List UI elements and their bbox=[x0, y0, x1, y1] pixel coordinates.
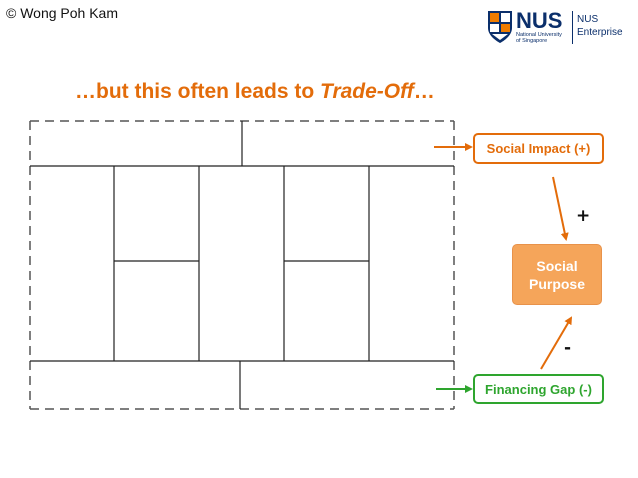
logo-nus-text: NUS bbox=[516, 8, 563, 33]
title-prefix: …but this often leads to bbox=[75, 80, 320, 103]
gap-to-purpose-arrow bbox=[540, 316, 573, 370]
plus-sign: + bbox=[576, 206, 591, 226]
social-purpose-box: Social Purpose bbox=[512, 244, 602, 305]
logo-unit-line1: NUS bbox=[577, 14, 599, 25]
logo-unit-line2: Enterprise bbox=[577, 27, 623, 38]
canvas-grid-lines bbox=[30, 121, 454, 409]
logo-subtitle-line1: National University bbox=[516, 32, 562, 38]
logo-subtitle: National University of Singapore bbox=[516, 32, 571, 44]
copyright-text: © Wong Poh Kam bbox=[6, 5, 118, 21]
logo-subtitle-line2: of Singapore bbox=[516, 38, 548, 44]
minus-sign: - bbox=[564, 338, 572, 358]
social-purpose-line2: Purpose bbox=[528, 275, 585, 292]
logo-divider bbox=[572, 11, 573, 44]
nus-crest-icon bbox=[488, 11, 512, 43]
title-emphasis: Trade-Off bbox=[320, 80, 414, 103]
financing-gap-box: Financing Gap (-) bbox=[473, 374, 604, 404]
social-impact-box: Social Impact (+) bbox=[473, 133, 604, 164]
slide-title: …but this often leads to Trade-Off… bbox=[75, 80, 435, 104]
logo-unit: NUS Enterprise bbox=[577, 13, 623, 39]
social-purpose-line1: Social bbox=[536, 257, 578, 274]
impact-to-purpose-arrow bbox=[552, 176, 569, 241]
nus-enterprise-logo: NUS National University of Singapore NUS… bbox=[487, 8, 632, 48]
title-suffix: … bbox=[413, 80, 435, 103]
